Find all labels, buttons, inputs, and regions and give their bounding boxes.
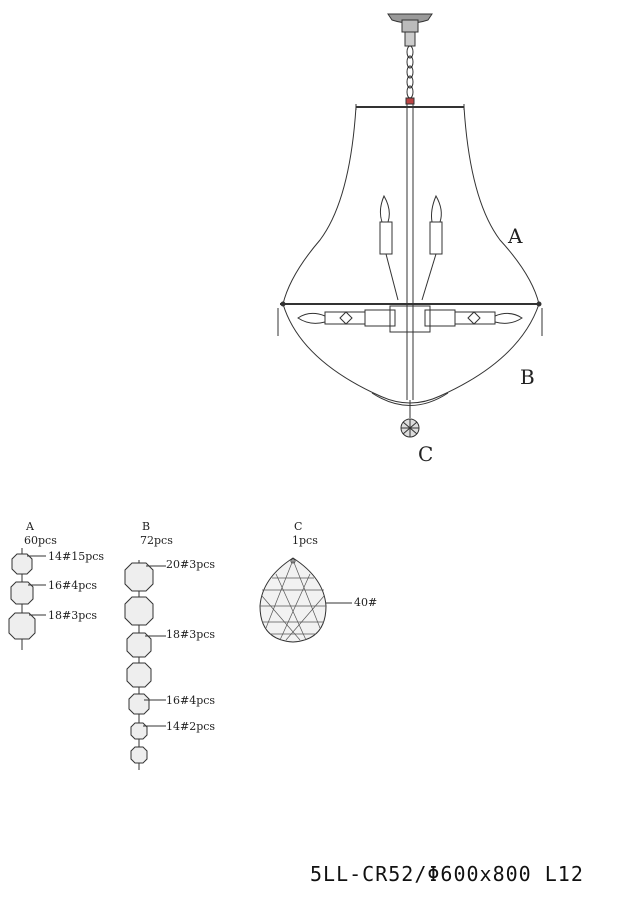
faceted-ball-crystal — [259, 557, 352, 643]
octagon-crystal — [126, 632, 152, 658]
candle-right — [421, 194, 443, 301]
label-b: B — [520, 365, 535, 389]
part-b-count: 72pcs — [140, 534, 173, 547]
part-a-item: 16#4pcs — [48, 579, 97, 592]
octagon-crystal — [126, 662, 152, 688]
label-c: C — [418, 442, 433, 466]
crystal-strand-a-right — [463, 106, 540, 305]
candle-left — [379, 194, 399, 301]
canopy-neck — [401, 19, 419, 33]
part-c-letter: C — [294, 520, 302, 533]
side-candles-right — [424, 309, 523, 327]
part-a: A 60pcs 14#15pcs 16#4pcs 18#3pcs — [8, 520, 104, 650]
part-c-item: 40# — [354, 596, 377, 609]
octagon-crystal — [128, 693, 150, 715]
center-hub — [389, 305, 431, 333]
part-b-item: 14#2pcs — [166, 720, 215, 733]
octagon-crystal — [11, 553, 33, 575]
octagon-crystal — [124, 596, 154, 626]
part-a-item: 18#3pcs — [48, 609, 97, 622]
part-a-item: 14#15pcs — [48, 550, 104, 563]
chain — [406, 45, 414, 99]
finial-ball — [400, 418, 420, 438]
octagon-crystal — [8, 612, 36, 640]
chandelier-assembly — [277, 13, 543, 438]
part-b-letter: B — [142, 520, 150, 533]
crystal-strand-b — [282, 303, 540, 404]
canopy-stem — [404, 31, 416, 47]
model-number: 5LL-CR52/Φ600x800 L12 — [310, 862, 584, 886]
hook-connector — [405, 97, 415, 105]
octagon-crystal — [130, 722, 148, 740]
part-a-count: 60pcs — [24, 534, 57, 547]
part-c: C 1pcs 40# — [259, 520, 377, 643]
label-a: A — [507, 224, 523, 248]
octagon-crystal — [124, 562, 154, 592]
octagon-crystal — [130, 746, 148, 764]
part-b-item: 16#4pcs — [166, 694, 215, 707]
octagon-crystal — [10, 581, 34, 605]
side-candles-left — [297, 309, 396, 327]
part-b: B 72pcs 20#3pcs 18#3pcs 16#4pcs 14#2pcs — [124, 520, 215, 770]
part-b-item: 18#3pcs — [166, 628, 215, 641]
part-a-letter: A — [25, 520, 35, 533]
part-c-count: 1pcs — [292, 534, 318, 547]
part-b-item: 20#3pcs — [166, 558, 215, 571]
crystal-strand-a-left — [282, 106, 357, 305]
